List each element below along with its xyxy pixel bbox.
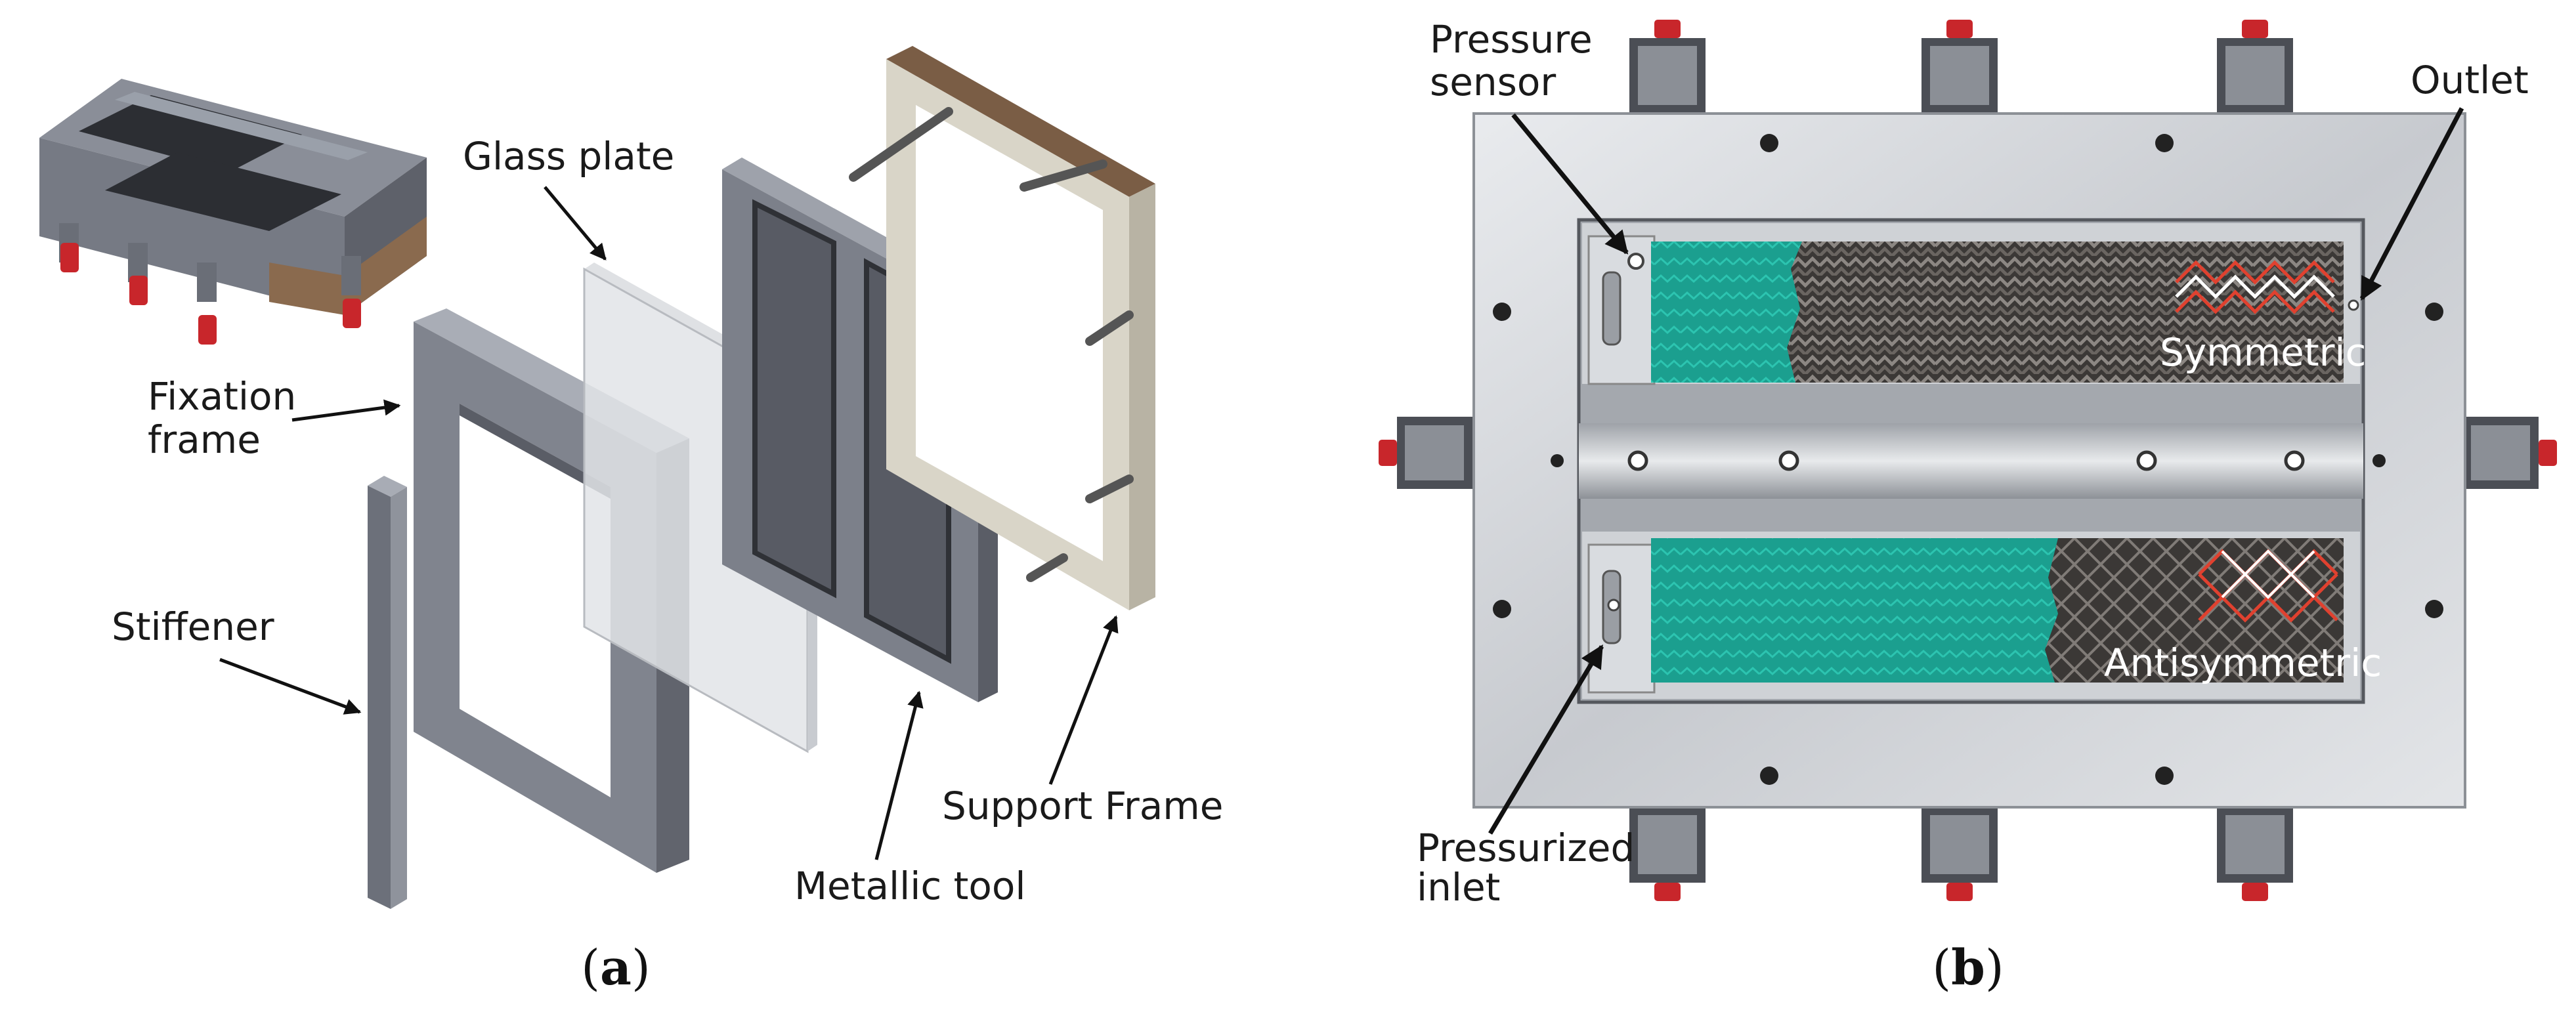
arrow-fixation-frame xyxy=(291,399,401,422)
arrow-support-frame xyxy=(1048,615,1119,785)
clamp-icon xyxy=(1921,20,1998,114)
arrow-stiffener xyxy=(219,658,362,715)
label-fixation-line2: frame xyxy=(148,417,261,462)
assembled-tool-image xyxy=(39,79,427,345)
caption-a: (a) xyxy=(581,940,651,996)
clamp-icon xyxy=(2217,807,2293,901)
clamp-icon xyxy=(197,263,217,345)
clamp-icon xyxy=(2217,20,2293,114)
support-frame-part xyxy=(849,46,1155,610)
arrow-pressurized-inlet xyxy=(1488,644,1604,835)
arrow-glass-plate xyxy=(544,186,607,261)
cavity-antisymmetric xyxy=(1582,532,2360,699)
stiffener-part xyxy=(368,476,407,909)
clamp-icon xyxy=(1629,20,1706,114)
label-symmetric: Symmetric xyxy=(2160,330,2366,375)
arrow-metallic-tool xyxy=(874,690,924,860)
center-rail xyxy=(1579,423,2363,499)
cavity-symmetric xyxy=(1582,223,2360,385)
label-support-frame: Support Frame xyxy=(942,784,1223,828)
label-outlet: Outlet xyxy=(2411,58,2529,102)
arrow-outlet xyxy=(2359,107,2464,301)
clamp-icon xyxy=(128,243,148,305)
clamp-icon xyxy=(341,256,361,328)
label-metallic-tool: Metallic tool xyxy=(794,864,1026,908)
panel-b: Symmetric Antisymmetric Pressure sensor … xyxy=(1379,17,2557,996)
panel-a: Glass plate Fixation frame Stiffener Sup… xyxy=(39,46,1223,996)
label-pressure-line1: Pressure xyxy=(1430,17,1593,62)
clamp-icon xyxy=(2463,417,2557,489)
label-stiffener: Stiffener xyxy=(112,604,274,649)
clamp-icon xyxy=(1379,417,1472,489)
label-pressure-line2: sensor xyxy=(1430,60,1556,104)
label-glass-plate: Glass plate xyxy=(463,134,674,179)
label-antisymmetric: Antisymmetric xyxy=(2104,641,2382,685)
label-inlet-line1: Pressurized xyxy=(1417,826,1635,870)
clamp-icon xyxy=(1921,807,1998,901)
arrow-pressure-sensor xyxy=(1511,113,1629,255)
label-inlet-line2: inlet xyxy=(1417,865,1500,910)
clamp-icon xyxy=(59,223,79,272)
label-fixation-line1: Fixation xyxy=(148,374,296,419)
clamp-icon xyxy=(1629,807,1706,901)
caption-b: (b) xyxy=(1932,940,2004,996)
bolt-icons xyxy=(1493,134,2443,785)
